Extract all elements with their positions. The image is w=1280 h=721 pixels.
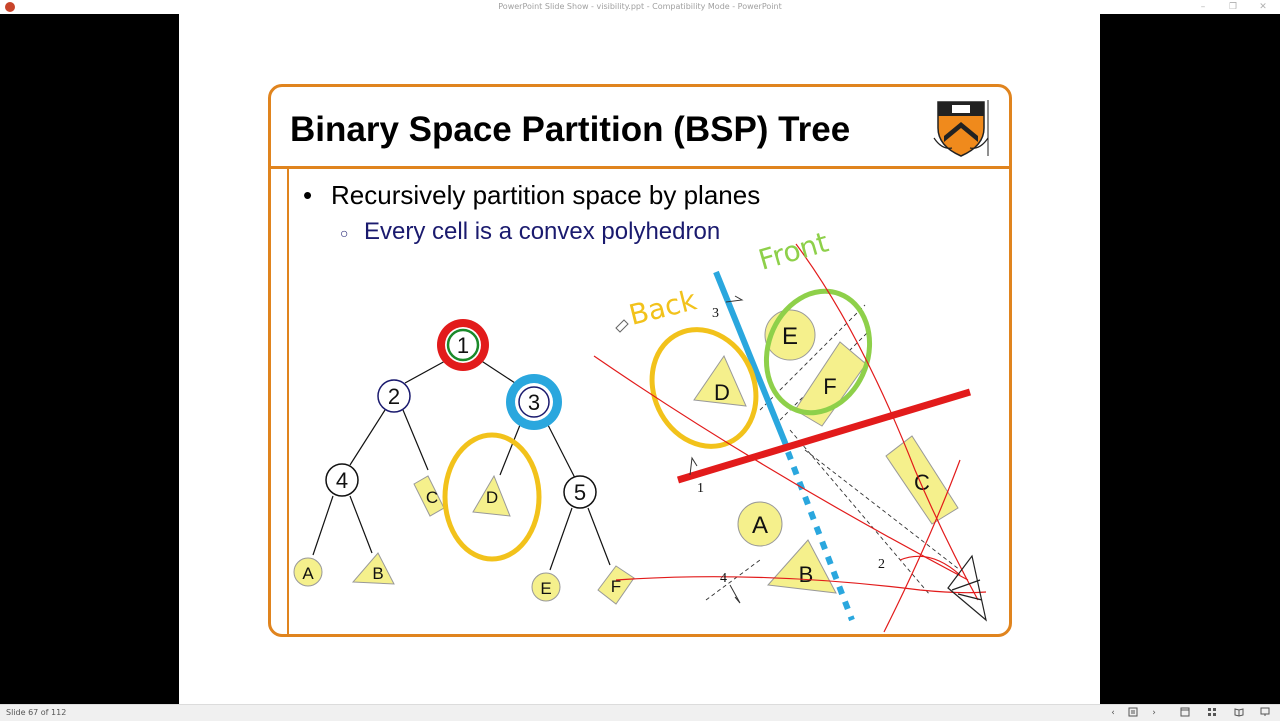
status-bar: Slide 67 of 112 ‹ › bbox=[0, 704, 1280, 721]
window-title: PowerPoint Slide Show - visibility.ppt -… bbox=[498, 2, 782, 11]
bullet-level2-text: Every cell is a convex polyhedron bbox=[364, 218, 721, 245]
tree-node-label: 2 bbox=[388, 384, 400, 409]
slide-menu-icon[interactable] bbox=[1126, 707, 1140, 719]
bullet-dot: • bbox=[303, 180, 313, 210]
red-ink-lines bbox=[593, 243, 987, 633]
tree-leaf-label: D bbox=[486, 488, 498, 507]
scene-object-label: F bbox=[823, 374, 836, 399]
university-shield-logo bbox=[933, 100, 989, 157]
plane-label-3: 3 bbox=[712, 306, 719, 321]
tree-leaf-label: C bbox=[426, 488, 438, 507]
tree-node-label: 3 bbox=[528, 390, 540, 415]
green-ink-circle bbox=[763, 288, 873, 416]
scene-object-a: A bbox=[737, 501, 783, 547]
tree-leaf-label: A bbox=[302, 564, 314, 583]
pen-cursor-icon bbox=[615, 319, 629, 333]
normal-view-icon[interactable] bbox=[1178, 707, 1192, 719]
viewpoint-eye-sketch bbox=[947, 554, 987, 622]
title-separator bbox=[268, 166, 1012, 169]
tree-leaf-b: B bbox=[351, 552, 395, 585]
scene-object-label: D bbox=[714, 380, 730, 405]
tree-node-1: 1 bbox=[437, 319, 489, 371]
bullet-level1: • Recursively partition space by planes bbox=[303, 180, 760, 211]
tree-node-label: 1 bbox=[457, 333, 469, 358]
tree-leaf-a: A bbox=[293, 557, 323, 587]
next-slide-button[interactable]: › bbox=[1152, 708, 1156, 718]
projector-icon bbox=[1260, 707, 1270, 716]
minimize-button[interactable]: – bbox=[1200, 2, 1206, 12]
slide-counter: Slide 67 of 112 bbox=[6, 708, 67, 717]
yellow-ink-circle bbox=[649, 327, 759, 449]
bullet-level1-text: Recursively partition space by planes bbox=[331, 180, 761, 210]
normal-view-glyph bbox=[1180, 707, 1190, 717]
tree-leaf-d: D bbox=[442, 432, 542, 562]
powerpoint-app-icon bbox=[5, 2, 15, 12]
previous-slide-button[interactable]: ‹ bbox=[1111, 708, 1115, 718]
scene-object-label: B bbox=[799, 562, 814, 587]
tree-leaf-label: E bbox=[540, 579, 551, 598]
slide-frame bbox=[268, 84, 1012, 637]
tree-leaf-c: C bbox=[413, 475, 445, 517]
yellow-ink-circle bbox=[442, 432, 542, 562]
tree-node-label: 4 bbox=[336, 468, 348, 493]
tree-leaf-label: F bbox=[611, 577, 621, 596]
slide-sorter-icon[interactable] bbox=[1205, 707, 1219, 719]
tree-edges bbox=[312, 359, 611, 571]
tree-leaf-label: B bbox=[372, 564, 383, 583]
tree-node-5: 5 bbox=[563, 475, 597, 509]
close-button[interactable]: ✕ bbox=[1259, 2, 1267, 12]
slide-title: Binary Space Partition (BSP) Tree bbox=[290, 110, 851, 149]
tree-leaf-f: F bbox=[597, 565, 635, 605]
tree-node-label: 5 bbox=[574, 480, 586, 505]
left-rule bbox=[287, 169, 289, 636]
menu-icon bbox=[1128, 707, 1138, 717]
plane-label-4: 4 bbox=[720, 571, 727, 586]
scene-object-label: A bbox=[752, 512, 768, 539]
reading-view-icon[interactable] bbox=[1232, 707, 1246, 719]
tree-leaf-e: E bbox=[531, 572, 561, 602]
scene-object-d: D bbox=[693, 354, 747, 407]
bullet-circle: ○ bbox=[340, 224, 349, 241]
bullet-level2: ○ Every cell is a convex polyhedron bbox=[340, 218, 720, 246]
partition-plane-3-extension bbox=[785, 450, 855, 622]
slideshow-view-icon[interactable] bbox=[1258, 707, 1272, 719]
annotation-back: Back bbox=[626, 283, 701, 332]
grid-icon bbox=[1208, 708, 1216, 716]
restore-button[interactable]: ❐ bbox=[1228, 2, 1238, 12]
scene-object-c: C bbox=[885, 435, 959, 525]
tree-node-4: 4 bbox=[325, 463, 359, 497]
tree-node-3: 3 bbox=[506, 374, 562, 430]
window-titlebar: PowerPoint Slide Show - visibility.ppt -… bbox=[0, 0, 1280, 14]
plane-arrows bbox=[689, 295, 744, 604]
annotation-front: Front bbox=[755, 225, 832, 276]
book-icon bbox=[1234, 708, 1244, 717]
plane-label-2: 2 bbox=[878, 557, 885, 572]
tree-node-2: 2 bbox=[377, 379, 411, 413]
partition-plane-1 bbox=[676, 388, 972, 484]
plane-label-1: 1 bbox=[697, 481, 704, 496]
scene-object-label: E bbox=[782, 323, 798, 350]
